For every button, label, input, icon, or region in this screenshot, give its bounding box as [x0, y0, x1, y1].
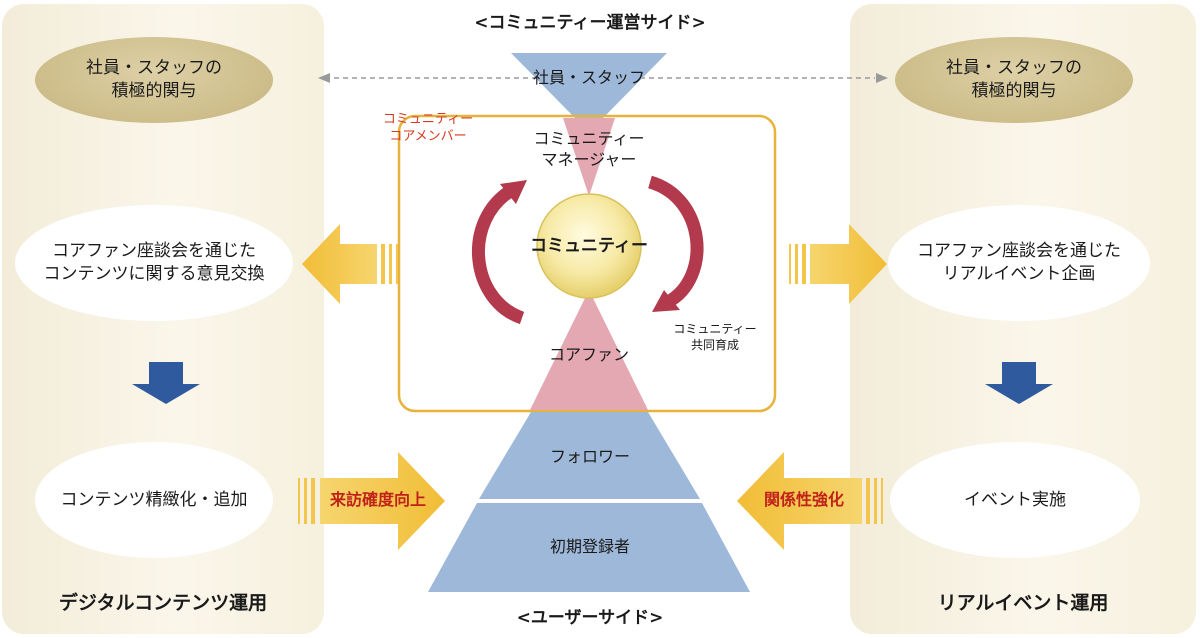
- staff-triangle: [511, 53, 667, 118]
- left-core-fan-discussion-oval: コアファン座談会を通じた コンテンツに関する意見交換: [15, 205, 293, 321]
- manager-label: コミュニティー マネージャー: [533, 129, 645, 169]
- real-event-title: リアルイベント運用: [937, 592, 1109, 614]
- left-staff-involvement-oval: 社員・スタッフの 積極的関与: [35, 37, 273, 123]
- right-curved-arrow-head: [652, 290, 680, 312]
- registrant-trapezoid: [428, 503, 750, 592]
- right-core-fan-discussion-oval: コアファン座談会を通じた リアルイベント企画: [888, 205, 1150, 321]
- staff-label: 社員・スタッフ: [532, 68, 645, 87]
- core-member-label: コミュニティー コアメンバー: [382, 112, 474, 144]
- event-execution-oval: イベント実施: [890, 442, 1140, 558]
- left-curved-arrow-head: [500, 180, 527, 204]
- visit-likelihood-label: 来訪確度向上: [329, 490, 426, 509]
- left-down-arrow: [132, 362, 200, 404]
- arrow-to-left-panel: [302, 224, 377, 304]
- core-fan-triangle: [530, 290, 648, 410]
- right-down-arrow: [985, 362, 1053, 404]
- user-side-title: <ユーザーサイド>: [516, 608, 664, 628]
- digital-content-title: デジタルコンテンツ運用: [58, 592, 268, 614]
- core-fan-label: コアファン: [548, 345, 629, 364]
- community-side-title: <コミュニティー運営サイド>: [474, 13, 706, 33]
- right-curved-arrow: [647, 175, 704, 308]
- co-growth-label: コミュニティー 共同育成: [673, 322, 757, 352]
- community-label: コミュニティー: [530, 236, 648, 256]
- left-curved-arrow: [472, 184, 525, 325]
- relationship-arrow: [737, 452, 862, 550]
- arrow-to-right-panel: [810, 224, 887, 304]
- core-member-frame: [397, 114, 777, 413]
- visit-likelihood-arrow: [320, 452, 445, 550]
- dashed-arrow-left-head: [318, 73, 330, 83]
- right-staff-involvement-oval: 社員・スタッフの 積極的関与: [895, 37, 1133, 123]
- dashed-arrow-right-head: [876, 73, 888, 83]
- follower-label: フォロワー: [549, 447, 630, 466]
- registrant-label: 初期登録者: [549, 537, 630, 556]
- manager-funnel-top: [563, 118, 615, 196]
- relationship-label: 関係性強化: [763, 490, 844, 509]
- community-circle: [536, 193, 642, 299]
- follower-trapezoid: [479, 412, 700, 499]
- content-refinement-oval: コンテンツ精緻化・追加: [35, 442, 273, 558]
